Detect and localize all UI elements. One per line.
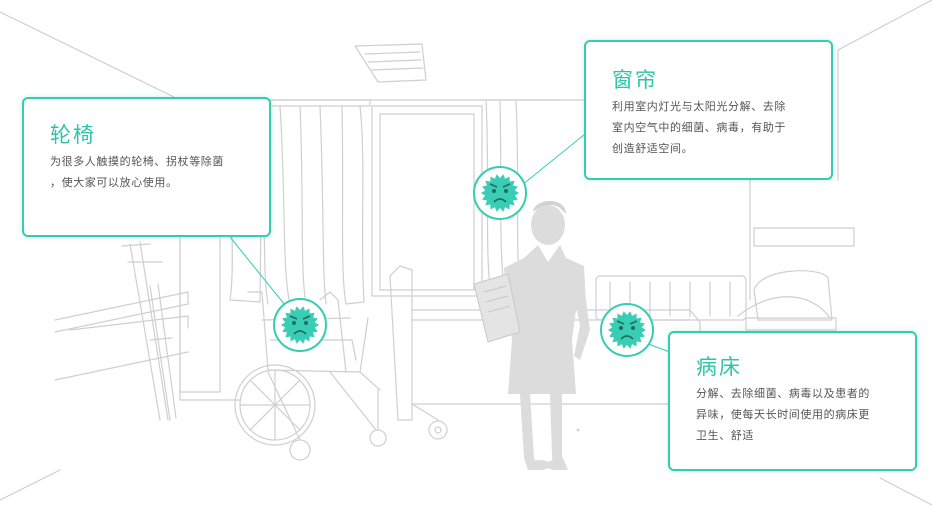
germ-icons [273,166,654,357]
description-line: 异味，使每天长时间使用的病床更 [696,408,870,421]
description-line: 卫生、舒适 [696,429,754,442]
callout-wheelchair: 轮椅 为很多人触摸的轮椅、拐杖等除菌 ，使大家可以放心使用。 [22,97,271,237]
callout-description: 利用室内灯光与太阳光分解、去除 室内空气中的细菌、病毒，有助于 创造舒适空间。 [612,96,786,159]
description-line: ，使大家可以放心使用。 [50,176,178,189]
description-line: 创造舒适空间。 [612,142,694,155]
description-line: 利用室内灯光与太阳光分解、去除 [612,100,786,113]
callout-curtain: 窗帘 利用室内灯光与太阳光分解、去除 室内空气中的细菌、病毒，有助于 创造舒适空… [584,40,833,180]
angry-germ-icon [273,298,327,352]
callout-title: 轮椅 [50,123,96,147]
connector-curtain [521,129,591,186]
description-line: 室内空气中的细菌、病毒，有助于 [612,121,786,134]
clipboard [473,273,521,343]
angry-germ-icon [473,166,527,220]
callout-title: 病床 [696,355,742,379]
callout-title: 窗帘 [612,68,658,92]
description-line: 为很多人触摸的轮椅、拐杖等除菌 [50,155,224,168]
connector-wheelchair [229,236,286,306]
callout-bed: 病床 分解、去除细菌、病毒以及患者的 异味，使每天长时间使用的病床更 卫生、舒适 [668,331,917,471]
angry-germ-icon [600,303,654,357]
callout-description: 为很多人触摸的轮椅、拐杖等除菌 ，使大家可以放心使用。 [50,151,224,193]
callout-description: 分解、去除细菌、病毒以及患者的 异味，使每天长时间使用的病床更 卫生、舒适 [696,383,870,446]
description-line: 分解、去除细菌、病毒以及患者的 [696,387,870,400]
nurse-figure [504,201,590,470]
